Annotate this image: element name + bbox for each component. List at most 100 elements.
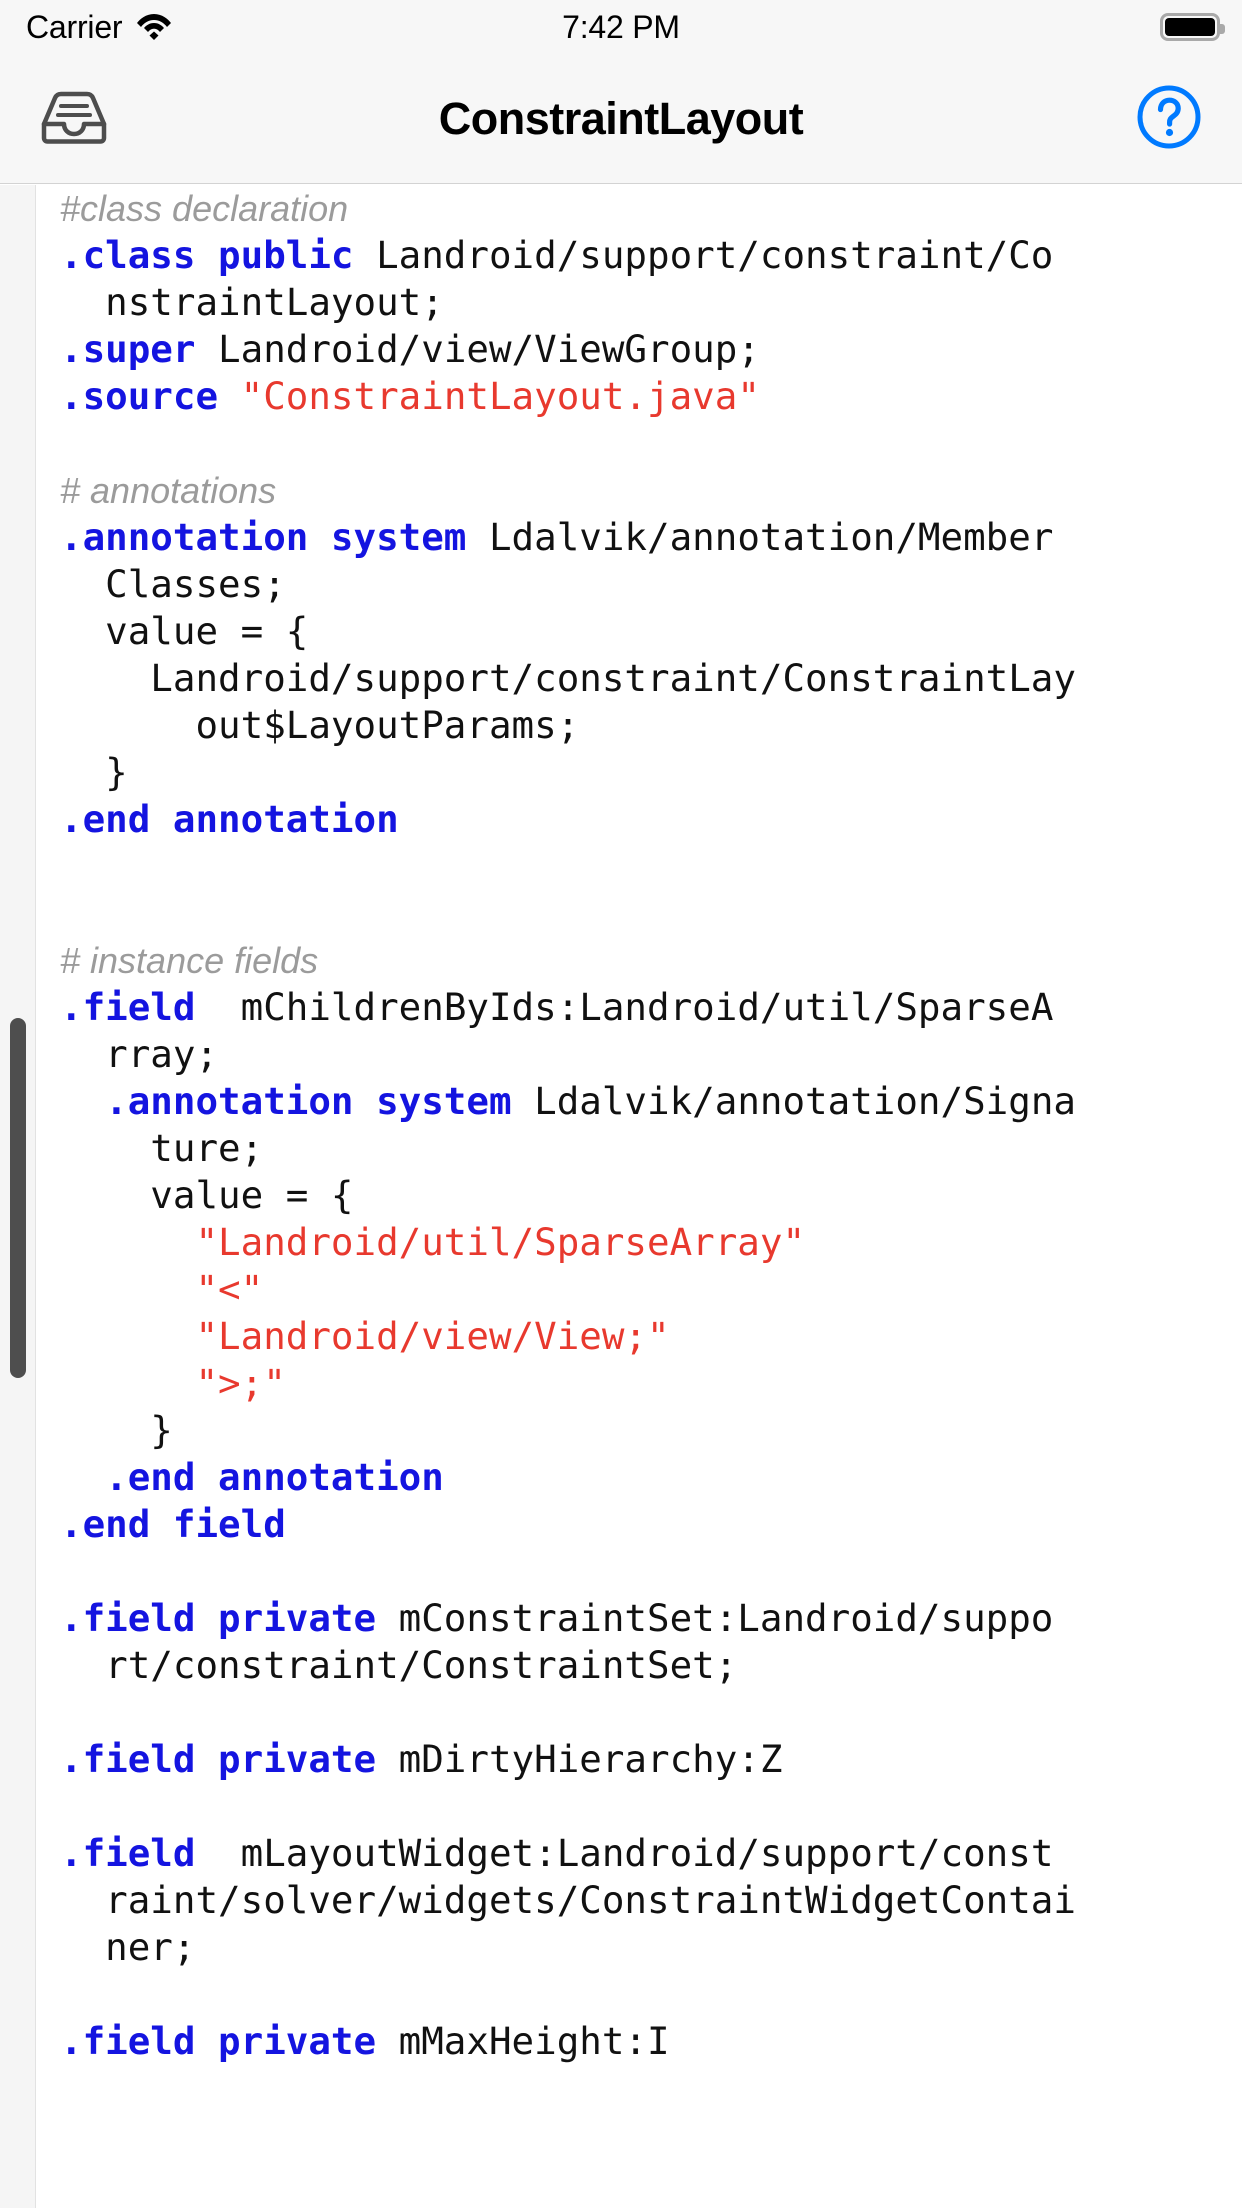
code-token-str: "Landroid/util/SparseArray" [60,1220,806,1264]
code-line: .annotation system Ldalvik/annotation/Me… [60,514,1242,561]
inbox-tray-icon [39,88,109,149]
code-token-plain: ner; [60,1925,196,1969]
code-line: .field private mMaxHeight:I [60,2018,1242,2065]
code-token-kw: .field [60,1831,196,1875]
code-token-plain: mConstraintSet:Landroid/suppo [376,1596,1054,1640]
code-line: .end field [60,1501,1242,1548]
code-line: ture; [60,1125,1242,1172]
code-line [60,843,1242,890]
help-question-circle-icon [1136,84,1202,153]
code-token-kw: .source [60,374,219,418]
inbox-button[interactable] [34,84,114,154]
status-bar-right [1160,13,1225,41]
code-token-plain: nstraintLayout; [60,280,444,324]
code-line: Classes; [60,561,1242,608]
code-token-str: ">;" [60,1361,286,1405]
code-line: rray; [60,1031,1242,1078]
code-token-str: "<" [60,1267,264,1311]
code-line: ">;" [60,1360,1242,1407]
code-line [60,420,1242,467]
code-line [60,1783,1242,1830]
code-token-kw: .end annotation [60,797,399,841]
vertical-scrollbar-thumb[interactable] [10,1018,26,1378]
code-token-kw: .annotation system [60,1079,512,1123]
code-line: rt/constraint/ConstraintSet; [60,1642,1242,1689]
code-token-str: "ConstraintLayout.java" [218,374,760,418]
code-token-plain: out$LayoutParams; [60,703,580,747]
code-token-plain: } [60,750,128,794]
code-line: raint/solver/widgets/ConstraintWidgetCon… [60,1877,1242,1924]
code-token-kw: .field private [60,2019,377,2063]
code-token-kw: .annotation system [60,515,467,559]
code-line: value = { [60,608,1242,655]
code-token-plain: mMaxHeight:I [376,2019,670,2063]
code-line: #class declaration [60,185,1242,232]
code-token-plain: ture; [60,1126,264,1170]
code-line [60,1971,1242,2018]
code-line: .class public Landroid/support/constrain… [60,232,1242,279]
code-line: "<" [60,1266,1242,1313]
code-line: .end annotation [60,1454,1242,1501]
code-token-plain: } [60,1408,173,1452]
code-viewer[interactable]: #class declaration.class public Landroid… [0,185,1242,2208]
battery-fill [1165,18,1215,36]
code-token-comment: # instance fields [60,940,319,981]
code-line: } [60,749,1242,796]
code-line: .field mLayoutWidget:Landroid/support/co… [60,1830,1242,1877]
code-token-plain: Landroid/view/ViewGroup; [195,327,760,371]
wifi-icon [136,10,172,45]
code-token-kw: .field private [60,1596,377,1640]
code-token-kw: .end field [60,1502,286,1546]
help-button[interactable] [1132,82,1206,156]
code-line: } [60,1407,1242,1454]
status-bar-left: Carrier [26,10,172,45]
code-token-plain: raint/solver/widgets/ConstraintWidgetCon… [60,1878,1076,1922]
code-token-comment: # annotations [60,470,277,511]
code-token-plain: value = { [60,609,309,653]
smali-code-content: #class declaration.class public Landroid… [60,185,1242,2065]
code-line: .field private mDirtyHierarchy:Z [60,1736,1242,1783]
navigation-bar: ConstraintLayout [0,54,1242,184]
code-token-kw: .end annotation [60,1455,444,1499]
code-token-plain: Classes; [60,562,286,606]
code-line: .super Landroid/view/ViewGroup; [60,326,1242,373]
code-line: .source "ConstraintLayout.java" [60,373,1242,420]
code-line: # instance fields [60,937,1242,984]
page-title: ConstraintLayout [438,92,804,144]
code-line: "Landroid/view/View;" [60,1313,1242,1360]
code-token-str: "Landroid/view/View;" [60,1314,670,1358]
code-token-plain: Landroid/support/constraint/ConstraintLa… [60,656,1076,700]
code-token-kw: .class public [60,233,354,277]
code-line [60,1548,1242,1595]
code-token-plain: mDirtyHierarchy:Z [376,1737,783,1781]
status-bar-center: 7:42 PM [0,9,1242,46]
battery-full-icon [1160,13,1225,41]
code-line: .end annotation [60,796,1242,843]
code-line: .field private mConstraintSet:Landroid/s… [60,1595,1242,1642]
code-token-plain: Ldalvik/annotation/Member [466,515,1054,559]
status-bar: Carrier 7:42 PM [0,0,1242,54]
code-token-kw: .super [60,327,196,371]
code-token-plain: Landroid/support/constraint/Co [353,233,1054,277]
code-line: nstraintLayout; [60,279,1242,326]
code-line: value = { [60,1172,1242,1219]
code-line: out$LayoutParams; [60,702,1242,749]
code-line: .annotation system Ldalvik/annotation/Si… [60,1078,1242,1125]
code-token-kw: .field [60,985,196,1029]
code-line: ner; [60,1924,1242,1971]
code-token-plain: Ldalvik/annotation/Signa [511,1079,1076,1123]
code-line: Landroid/support/constraint/ConstraintLa… [60,655,1242,702]
code-token-plain: mLayoutWidget:Landroid/support/const [195,1831,1054,1875]
code-line: .field mChildrenByIds:Landroid/util/Spar… [60,984,1242,1031]
code-token-plain: mChildrenByIds:Landroid/util/SparseA [195,985,1054,1029]
code-token-plain: value = { [60,1173,354,1217]
code-token-kw: .field private [60,1737,377,1781]
code-token-plain: rray; [60,1032,219,1076]
code-token-plain: rt/constraint/ConstraintSet; [60,1643,738,1687]
clock-label: 7:42 PM [562,8,680,45]
code-line: "Landroid/util/SparseArray" [60,1219,1242,1266]
carrier-label: Carrier [26,9,123,45]
code-token-comment: #class declaration [60,188,349,229]
code-line [60,890,1242,937]
